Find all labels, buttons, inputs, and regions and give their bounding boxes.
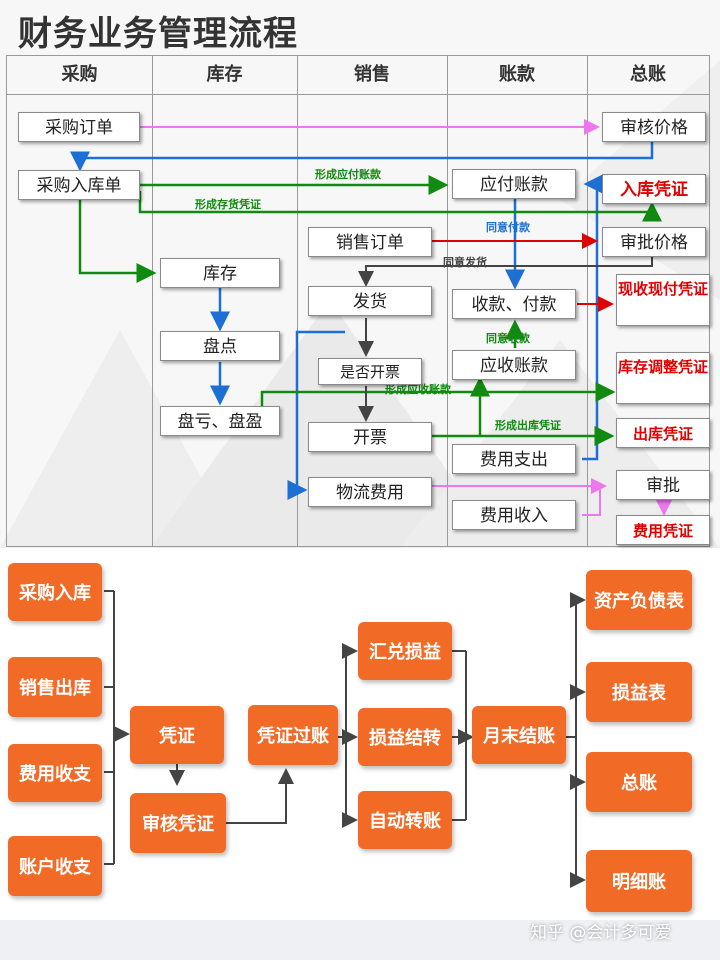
- node-outbound-voucher: 出库凭证: [616, 418, 710, 448]
- page-title: 财务业务管理流程: [18, 14, 298, 54]
- edge-label-agree-ship: 同意发货: [443, 256, 487, 269]
- lane-header-ledger: 总账: [587, 56, 709, 95]
- source-purchase-inbound: 采购入库: [8, 563, 102, 621]
- node-invoicing: 开票: [308, 422, 432, 452]
- node-expense-out: 费用支出: [452, 444, 576, 474]
- arrow-receipt-to-inbound: [138, 191, 662, 222]
- flow-arrows: [70, 119, 672, 516]
- source-account: 账户收支: [8, 836, 102, 896]
- ledger-flow-panel: 采购入库 销售出库 费用收支 账户收支 凭证 审核凭证 凭证过账 汇兑损益 损益…: [0, 548, 720, 960]
- arrow-approve-to-shipping: [358, 257, 653, 287]
- node-payable: 应付账款: [452, 169, 576, 199]
- node-approve-price: 审批价格: [602, 227, 706, 257]
- edge-label-form-payable: 形成应付账款: [315, 168, 381, 181]
- node-month-end-close: 月末结账: [472, 706, 566, 764]
- arrow-loss-to-adjust: [260, 382, 616, 410]
- arrow-review-to-receipt: [70, 142, 654, 172]
- ledger-connectors: [104, 590, 586, 888]
- node-inventory: 库存: [160, 258, 280, 288]
- node-pl-transfer: 损益结转: [358, 708, 452, 766]
- node-inbound-voucher: 入库凭证: [602, 174, 706, 204]
- watermark: 知乎 @会计多可爱: [530, 923, 672, 943]
- lane-divider: [587, 56, 588, 546]
- arrow-expense-in-to-approve: [582, 488, 601, 516]
- lane-divider: [297, 56, 298, 546]
- node-logistics-cost: 物流费用: [308, 477, 432, 507]
- node-expense-voucher: 费用凭证: [616, 515, 710, 545]
- edge-label-agree-collect: 同意收款: [486, 332, 530, 345]
- node-loss-gain: 盘亏、盘盈: [160, 406, 280, 436]
- lane-header-accounts: 账款: [447, 56, 587, 95]
- edge-label-agree-pay: 同意付款: [486, 221, 530, 234]
- node-shipping: 发货: [308, 286, 432, 316]
- report-detail-ledger: 明细账: [586, 850, 692, 912]
- edge-label-form-outbound-voucher: 形成出库凭证: [495, 419, 561, 432]
- source-expense: 费用收支: [8, 744, 102, 802]
- lane-divider: [152, 56, 153, 546]
- source-sales-outbound: 销售出库: [8, 657, 102, 717]
- node-cash-voucher: 现收现付凭证: [616, 274, 710, 326]
- lane-header-inventory: 库存: [152, 56, 297, 95]
- node-expense-in: 费用收入: [452, 500, 576, 530]
- node-auto-transfer: 自动转账: [358, 791, 452, 849]
- node-post-voucher: 凭证过账: [248, 705, 338, 765]
- node-purchase-order: 采购订单: [18, 112, 140, 142]
- node-fx-gain-loss: 汇兑损益: [358, 622, 452, 680]
- lane-header-purchase: 采购: [7, 56, 152, 95]
- node-receivable: 应收账款: [452, 350, 576, 380]
- node-sales-order: 销售订单: [308, 227, 432, 257]
- report-income-statement: 损益表: [586, 662, 692, 722]
- swimlane-table: 采购 库存 销售 账款 总账: [6, 55, 710, 547]
- arrow-receipt-to-inventory: [78, 200, 157, 283]
- report-general-ledger: 总账: [586, 752, 692, 812]
- lane-divider: [447, 56, 448, 546]
- arrow-shipping-to-logistics: [287, 330, 345, 500]
- node-review-voucher: 审核凭证: [130, 793, 226, 853]
- node-stock-adjust-voucher: 库存调整凭证: [616, 352, 710, 404]
- lane-header-sales: 销售: [297, 56, 447, 95]
- edge-label-form-receivable: 形成应收账款: [385, 383, 451, 396]
- business-flow-panel: 财务业务管理流程 采购 库存 销售 账款 总账: [6, 14, 710, 548]
- node-collect-pay: 收款、付款: [452, 289, 576, 319]
- node-approve: 审批: [616, 470, 710, 500]
- node-review-price: 审核价格: [602, 112, 706, 142]
- edge-label-form-inventory-voucher: 形成存货凭证: [195, 198, 261, 211]
- node-invoice-question: 是否开票: [318, 358, 422, 385]
- report-balance-sheet: 资产负债表: [586, 570, 692, 630]
- node-voucher: 凭证: [130, 706, 224, 764]
- node-purchase-receipt: 采购入库单: [18, 170, 140, 200]
- node-stocktake: 盘点: [160, 331, 280, 361]
- arrow-expense-to-payable: [582, 174, 604, 461]
